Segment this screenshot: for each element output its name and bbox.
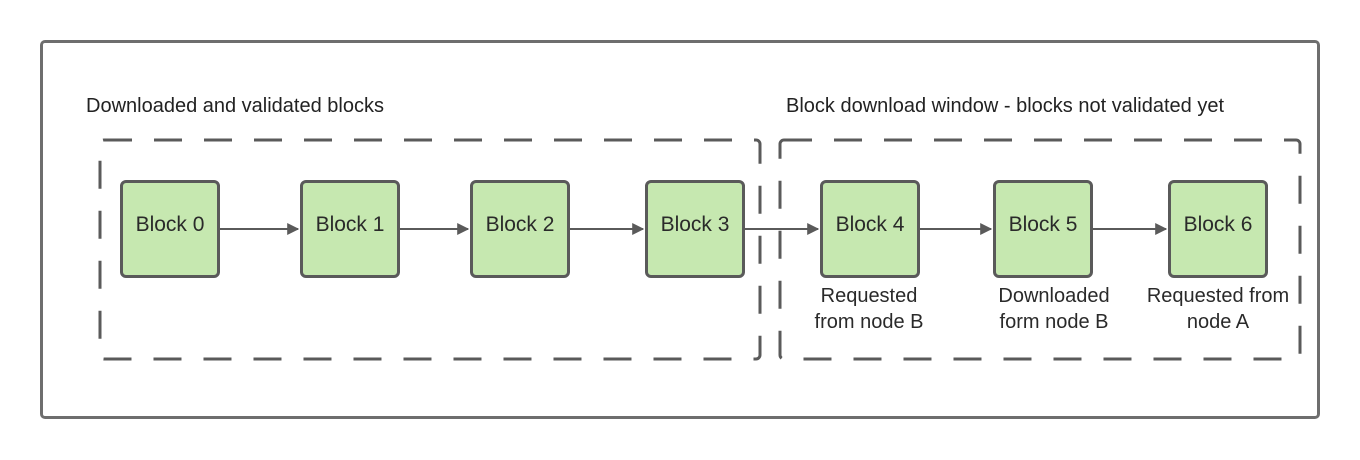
block-2: Block 2 — [470, 180, 570, 278]
validated-blocks-group — [98, 138, 762, 361]
validated-blocks-title: Downloaded and validated blocks — [86, 95, 384, 117]
diagram-frame — [40, 40, 1320, 419]
block-0: Block 0 — [120, 180, 220, 278]
block-4-note: Requested from node B — [814, 285, 924, 333]
download-window-title: Block download window - blocks not valid… — [786, 95, 1225, 117]
block-4: Block 4 — [820, 180, 920, 278]
block-6-note: Requested from node A — [1146, 285, 1290, 333]
block-3: Block 3 — [645, 180, 745, 278]
block-5-note: Downloaded form node B — [998, 285, 1110, 333]
block-6: Block 6 — [1168, 180, 1268, 278]
block-5: Block 5 — [993, 180, 1093, 278]
download-window-group — [778, 138, 1302, 361]
block-1: Block 1 — [300, 180, 400, 278]
